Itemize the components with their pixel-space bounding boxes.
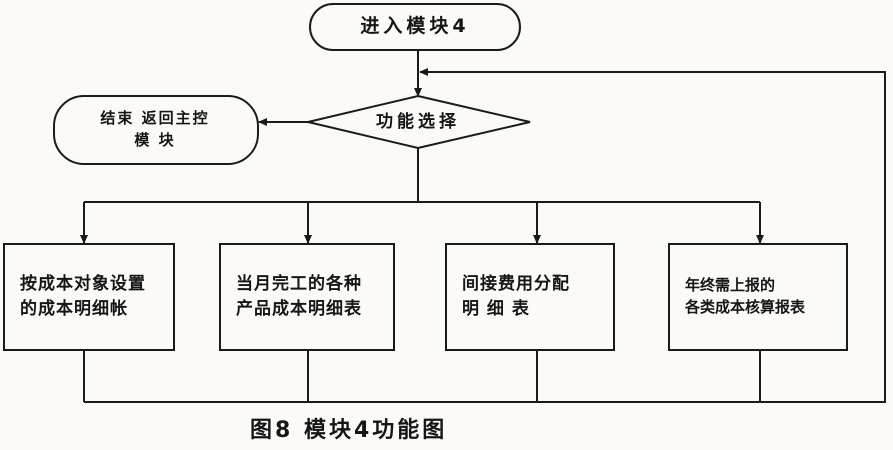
- function-box-4: 年终需上报的 各类成本核算报表: [685, 276, 806, 316]
- start-terminal: 进入模块4: [360, 15, 470, 38]
- exit-terminal: 结束 返回主控 模 块: [100, 109, 210, 149]
- function-box-1: 按成本对象设置 的成本明细帐: [20, 274, 146, 319]
- exit-terminal-shape: [53, 95, 259, 165]
- decision-label: 功能选择: [376, 111, 460, 132]
- box-3-shape: [445, 243, 615, 351]
- figure-caption: 图8 模块4功能图: [250, 418, 448, 443]
- return-loop-line: [84, 68, 886, 403]
- function-box-3: 间接费用分配 明 细 表: [462, 274, 570, 319]
- box-1-shape: [3, 243, 175, 351]
- box-4-shape: [668, 243, 848, 351]
- function-box-2: 当月完工的各种 产品成本明细表: [236, 274, 362, 319]
- start-terminal-shape: [309, 3, 521, 51]
